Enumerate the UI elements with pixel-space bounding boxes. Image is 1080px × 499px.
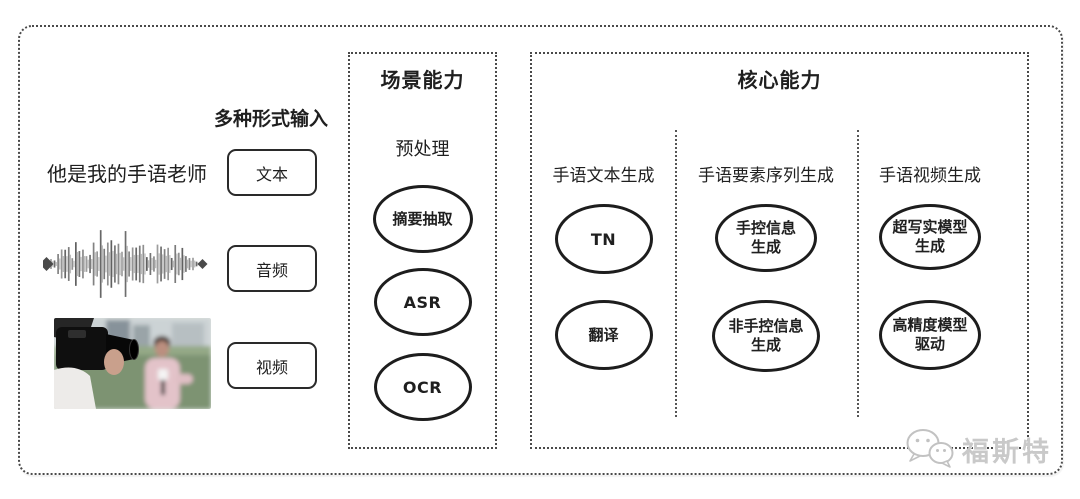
input-type-text-label: 文本	[255, 164, 288, 184]
column-element-sequence-header: 手语要素序列生成	[698, 166, 834, 186]
node-manual-info-generation: 手控信息 生成	[715, 204, 817, 272]
node-ocr: OCR	[373, 353, 472, 421]
column-divider-1	[675, 130, 677, 417]
video-frame-thumbnail	[54, 318, 211, 409]
node-asr: ASR	[373, 268, 472, 336]
node-summary-extraction: 摘要抽取	[372, 185, 473, 253]
input-type-video: 视频	[227, 342, 317, 389]
node-translation: 翻译	[554, 300, 653, 370]
watermark: 福斯特	[903, 428, 1052, 470]
wechat-icon	[906, 429, 954, 468]
column-text-generation-header: 手语文本生成	[552, 166, 655, 186]
input-type-audio-label: 音频	[255, 260, 288, 280]
node-high-precision-model-driving: 高精度模型 驱动	[879, 300, 981, 370]
input-type-video-label: 视频	[255, 357, 288, 377]
input-type-audio: 音频	[227, 245, 317, 292]
input-type-text: 文本	[227, 149, 317, 196]
input-section-heading: 多种形式输入	[214, 108, 329, 130]
scene-capability-title: 场景能力	[380, 68, 465, 92]
column-divider-2	[857, 130, 859, 417]
column-text-generation: 手语文本生成 TN 翻译	[532, 54, 675, 447]
node-hyperreal-model-generation: 超写实模型 生成	[879, 204, 981, 270]
scene-capability-box: 场景能力 预处理 摘要抽取 ASR OCR	[348, 52, 497, 449]
column-video-generation: 手语视频生成 超写实模型 生成 高精度模型 驱动	[857, 54, 1003, 447]
camera-foreground	[54, 318, 139, 409]
audio-waveform-icon	[43, 230, 208, 298]
column-video-generation-header: 手语视频生成	[879, 166, 981, 186]
example-sentence: 他是我的手语老师	[47, 162, 207, 186]
core-capability-box: 核心能力 手语文本生成 TN 翻译 手语要素序列生成 手控信息 生成 非手控信息…	[530, 52, 1029, 449]
core-capability-title: 核心能力	[737, 68, 822, 92]
preprocess-label: 预处理	[395, 139, 450, 160]
outer-dashed-frame	[18, 25, 1063, 475]
watermark-text: 福斯特	[962, 436, 1052, 468]
node-non-manual-info-generation: 非手控信息 生成	[712, 300, 820, 372]
column-element-sequence: 手语要素序列生成 手控信息 生成 非手控信息 生成	[675, 54, 857, 447]
node-tn: TN	[554, 204, 653, 274]
